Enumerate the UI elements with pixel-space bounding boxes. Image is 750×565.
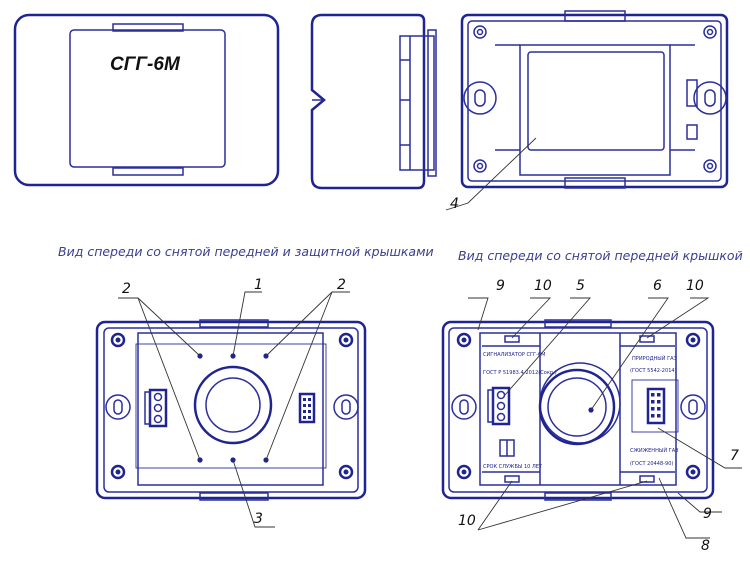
callout-6: 6 (653, 278, 662, 294)
callout-8: 8 (701, 538, 710, 554)
side-view (310, 13, 437, 190)
label-liquefied-gost: (ГОСТ 20448-90) (630, 461, 673, 467)
callout-3: 3 (254, 511, 263, 527)
front-view-cover: СГГ-6М (13, 13, 280, 187)
label-service-life: СРОК СЛУЖБЫ 10 ЛЕТ (483, 464, 543, 470)
label-signalizer: СИГНАЛИЗАТОР СГГ-6М (483, 352, 545, 358)
callout-4: 4 (450, 196, 459, 212)
label-natural-gas: ПРИРОДНЫЙ ГАЗ (632, 355, 677, 362)
back-view (460, 10, 729, 189)
callout-7: 7 (730, 448, 739, 464)
bottom-right-view: СИГНАЛИЗАТОР СГГ-6М ГОСТ Р 51983.4-2012(… (441, 319, 715, 501)
label-natural-gost: (ГОСТ 5542-2014) (630, 368, 677, 374)
callout-5: 5 (576, 278, 585, 294)
model-label: СГГ-6М (110, 54, 181, 75)
callout-1: 1 (254, 277, 263, 293)
callout-10-top-left: 10 (534, 278, 552, 294)
callout-9-bottom: 9 (703, 506, 712, 522)
bottom-left-view (95, 319, 367, 501)
callout-2-right: 2 (337, 277, 346, 293)
caption-left: Вид спереди со снятой передней и защитно… (58, 244, 434, 259)
caption-right: Вид спереди со снятой передней крышкой (458, 248, 743, 263)
callout-10-top-right: 10 (686, 278, 704, 294)
label-liquefied-gas: СЖИЖЕННЫЙ ГАЗ (630, 447, 678, 454)
label-tu: ГОСТ Р 51983.4-2012(Сокр.) (483, 370, 557, 376)
callout-9-top: 9 (496, 278, 505, 294)
callout-10-bottom: 10 (458, 513, 476, 529)
callout-2-left: 2 (122, 281, 131, 297)
